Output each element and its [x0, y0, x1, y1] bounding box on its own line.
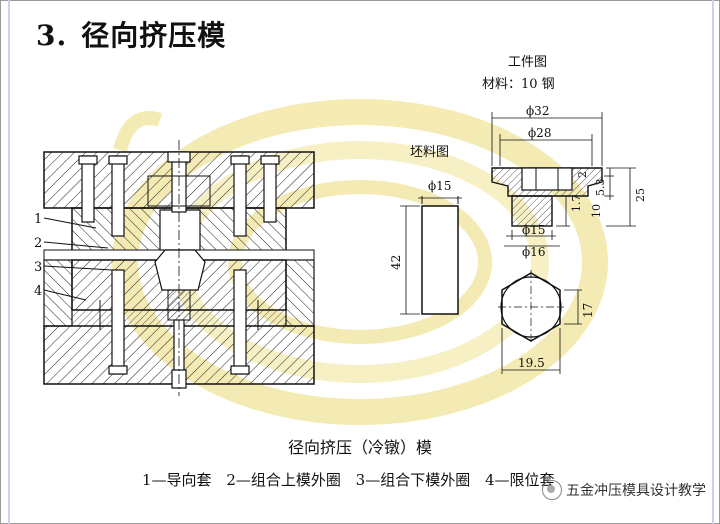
dim-d16: ϕ16 [522, 245, 545, 259]
workpiece-drawing [491, 112, 636, 247]
die-assembly [43, 140, 315, 396]
dim-h10: 10 [590, 204, 603, 218]
blank-drawing [400, 196, 462, 315]
legend-item-4: 4—限位套 [484, 471, 555, 489]
legend-item-1: 1—导向套 [142, 471, 212, 489]
part-title: 工件图 [508, 55, 547, 70]
dim-h2: 2 [576, 171, 589, 178]
callout-4: 4 [34, 284, 42, 299]
legend-item-3: 3—组合下模外圈 [355, 471, 471, 489]
wechat-icon [542, 480, 562, 500]
hex-height-label: 17 [581, 303, 595, 318]
blank-diameter-label: ϕ15 [428, 179, 451, 193]
part-material: 材料：10 钢 [482, 77, 555, 92]
callout-3: 3 [34, 260, 42, 275]
parts-legend: 1—导向套 2—组合上模外圈 3—组合下模外圈 4—限位套 [142, 469, 565, 490]
dim-d32: ϕ32 [526, 104, 549, 118]
figure-caption: 径向挤压（冷镦）模 [287, 438, 432, 457]
dim-h25: 25 [634, 188, 647, 202]
hex-width-label: 19.5 [518, 356, 545, 370]
watermark: 五金冲压模具设计教学 [542, 480, 706, 500]
left-border-stripe [8, 0, 10, 524]
dim-d28: ϕ28 [528, 126, 551, 140]
slide-number: 3. [36, 19, 68, 52]
dim-h17: 1.7 [570, 195, 583, 213]
dim-d15: ϕ15 [522, 223, 545, 237]
hex-section-view [498, 270, 582, 374]
legend-item-2: 2—组合上模外圈 [226, 471, 341, 489]
slide-title: 3. 径向挤压模 [36, 14, 226, 54]
watermark-text: 五金冲压模具设计教学 [566, 483, 706, 499]
right-border-stripe [712, 0, 714, 524]
slide-title-text: 径向挤压模 [81, 19, 227, 52]
dim-h53: 5.3 [594, 179, 607, 197]
callout-2: 2 [34, 236, 42, 251]
blank-title: 坯料图 [410, 145, 449, 160]
blank-height-label: 42 [389, 255, 403, 270]
callout-1: 1 [34, 212, 42, 227]
